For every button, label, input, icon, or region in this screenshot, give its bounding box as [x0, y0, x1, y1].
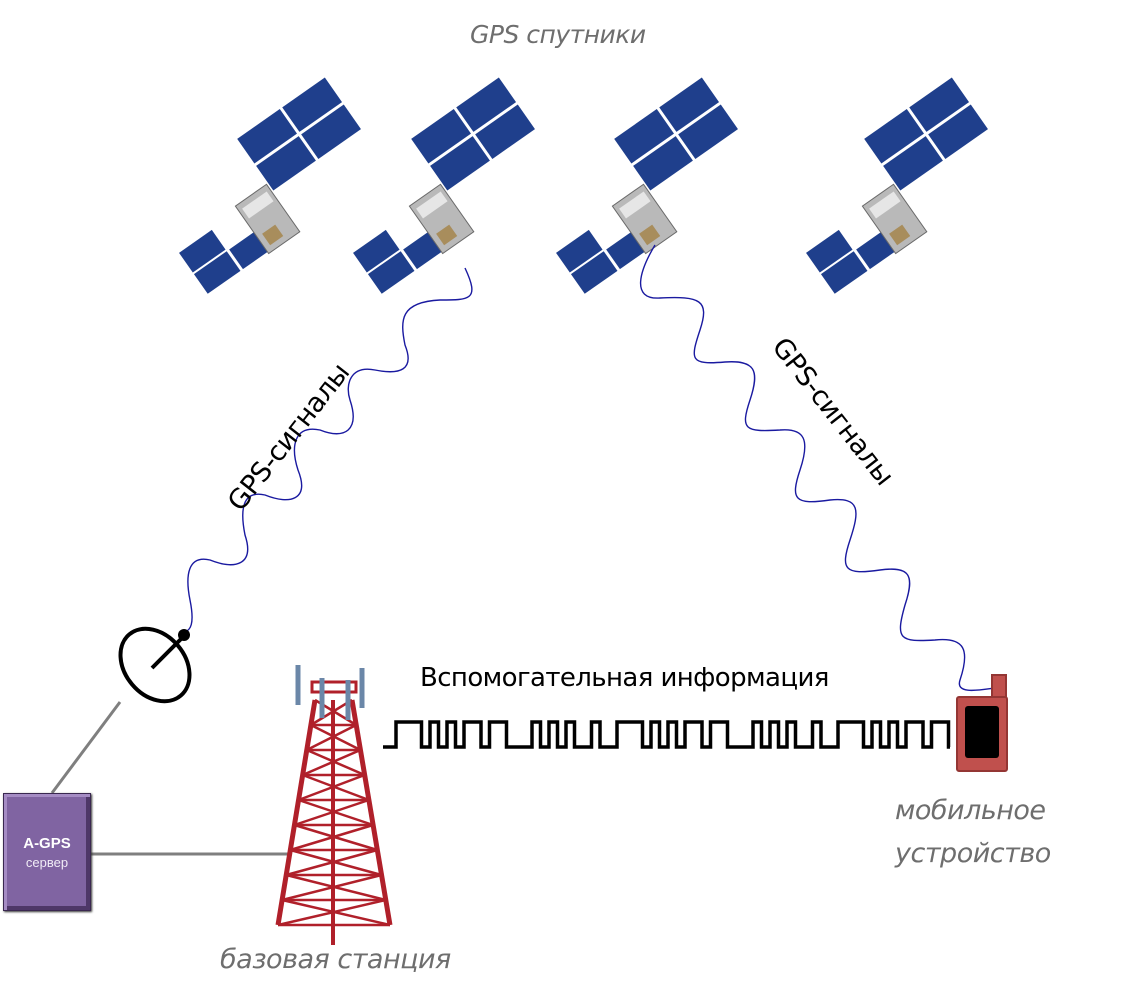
- gps-signal-wave-left: [184, 267, 473, 633]
- satellite-icon: [771, 77, 1016, 295]
- mobile-label-line1: мобильное: [895, 795, 1046, 826]
- satellite-icon: [318, 77, 563, 295]
- satellite-icon: [144, 77, 389, 295]
- mobile-phone-icon: [956, 674, 1008, 772]
- satellite-dish-icon: [118, 626, 192, 704]
- agps-server-box: A-GPS сервер: [3, 793, 91, 911]
- digital-signal-wave: [383, 720, 951, 749]
- assistance-info-label: Вспомогательная информация: [420, 663, 829, 693]
- gps-signal-wave-right: [639, 244, 996, 692]
- mobile-device-label: мобильное устройство: [895, 789, 1051, 875]
- satellite-icon: [521, 77, 766, 295]
- server-title: A-GPS: [23, 834, 71, 852]
- cell-tower-icon: [275, 665, 393, 945]
- dish-to-server-line: [50, 701, 122, 794]
- satellites-title: GPS спутники: [470, 20, 646, 49]
- server-subtitle: сервер: [25, 854, 69, 870]
- mobile-label-line2: устройство: [895, 838, 1051, 869]
- base-station-label: базовая станция: [220, 944, 451, 975]
